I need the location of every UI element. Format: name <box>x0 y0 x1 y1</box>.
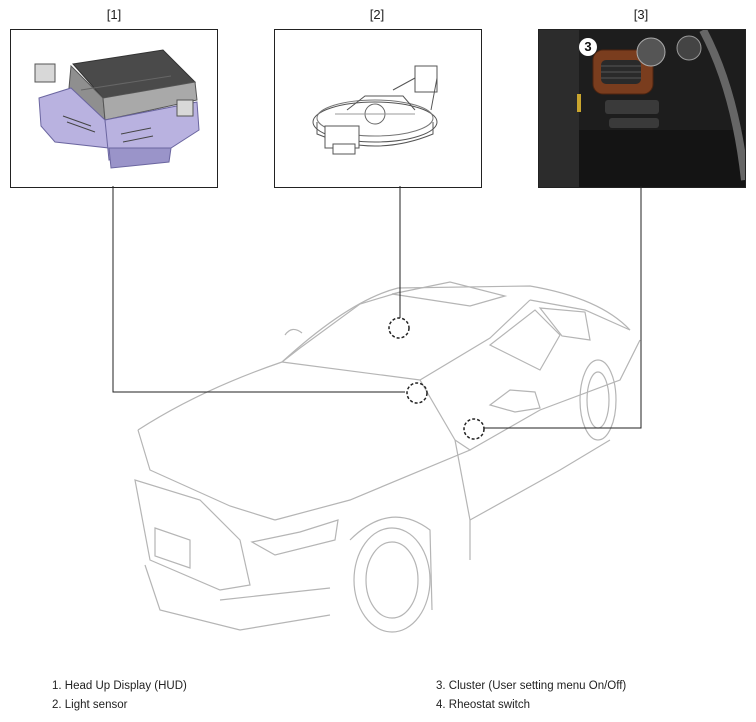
car-outline <box>134 281 641 633</box>
photo-callout-badge: 3 <box>579 38 597 56</box>
callout-label-1: [1] <box>106 7 122 22</box>
hud-module-drawing <box>34 49 200 169</box>
callout-label-2: [2] <box>369 7 385 22</box>
leader-lines <box>112 186 642 429</box>
hud-module-image <box>10 29 218 188</box>
legend-item-4: 4. Rheostat switch <box>436 699 530 711</box>
callout-label-3: [3] <box>633 7 649 22</box>
location-markers <box>388 317 485 440</box>
marker-light-sensor <box>388 317 410 339</box>
dashboard-photo-drawing <box>539 30 745 187</box>
light-sensor-image <box>274 29 482 188</box>
legend-item-2: 2. Light sensor <box>52 699 128 711</box>
light-sensor-drawing <box>312 65 438 155</box>
marker-hud <box>406 382 428 404</box>
dashboard-photo: 3 <box>538 29 746 188</box>
marker-rheostat <box>463 418 485 440</box>
legend-item-3: 3. Cluster (User setting menu On/Off) <box>436 680 627 692</box>
legend-item-1: 1. Head Up Display (HUD) <box>52 680 187 692</box>
